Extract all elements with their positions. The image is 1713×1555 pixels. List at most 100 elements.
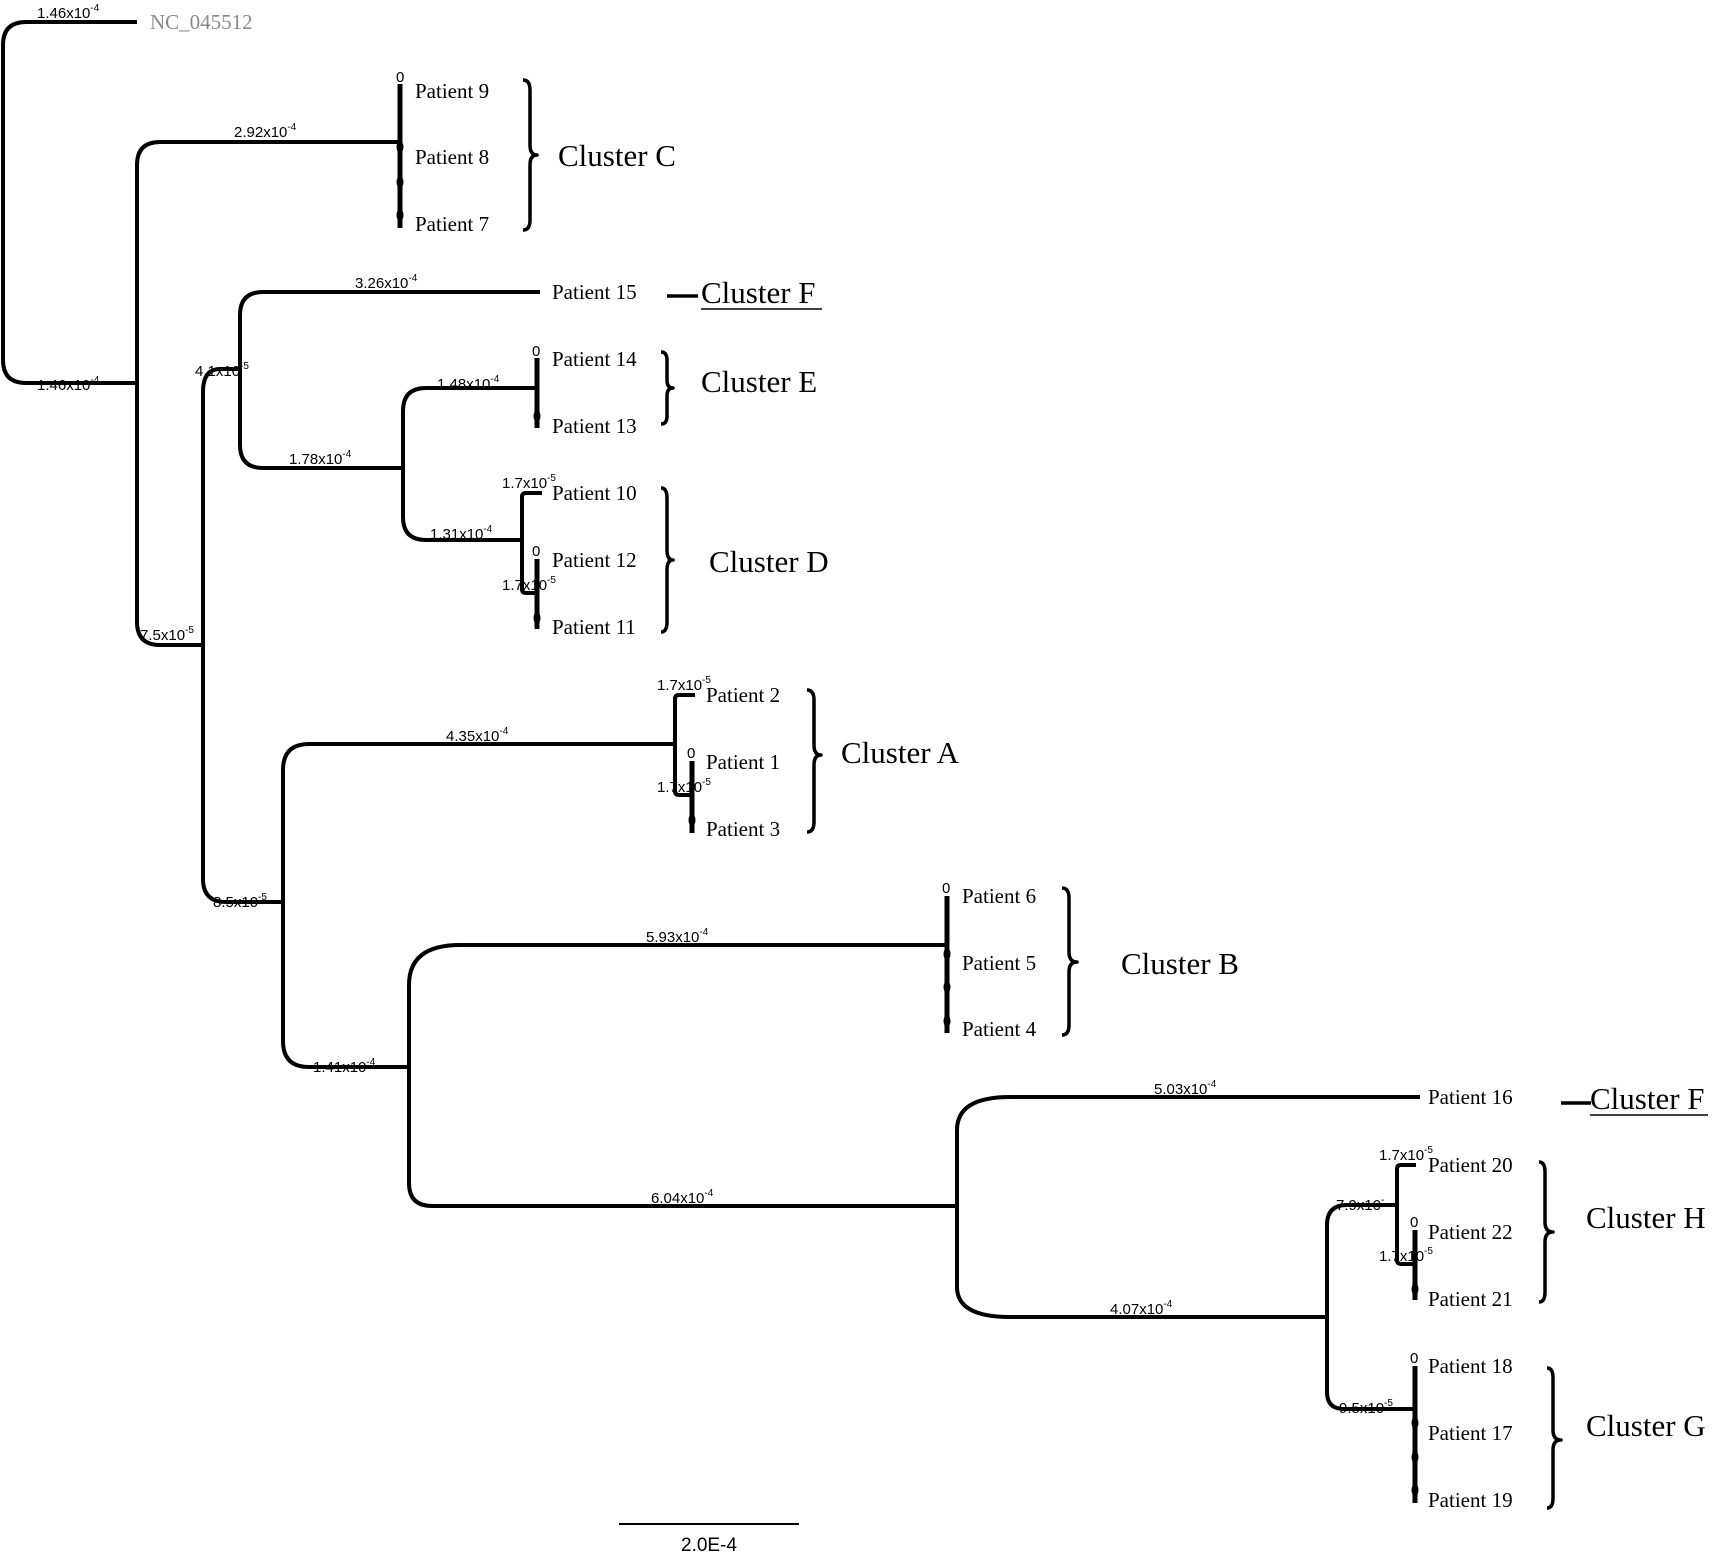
branch-cluster-e xyxy=(401,386,537,468)
branch-label: 6.04x10-4 xyxy=(651,1188,714,1207)
branch-cluster-h xyxy=(1325,1203,1397,1317)
tip-label: Patient 7 xyxy=(415,212,489,236)
tip-label: Patient 21 xyxy=(1428,1287,1513,1311)
cluster-label-f: Cluster F xyxy=(701,275,816,310)
branch-cluster-d xyxy=(401,468,522,542)
tip-label: Patient 19 xyxy=(1428,1488,1513,1512)
brace-cluster-d xyxy=(660,486,675,634)
tip-node xyxy=(943,948,951,960)
branch-4-1 xyxy=(201,367,240,645)
tip-node xyxy=(533,410,541,422)
cluster-label-g: Cluster G xyxy=(1586,1408,1706,1443)
branch-patient-16 xyxy=(955,1095,1420,1206)
brace-cluster-b xyxy=(1061,886,1079,1037)
tip-label: Patient 1 xyxy=(706,750,780,774)
branch-label: 0 xyxy=(1410,1214,1418,1231)
cluster-names: Cluster C Cluster F Cluster E Cluster D … xyxy=(558,138,1708,1443)
branch-outgroup xyxy=(1,20,137,60)
branch-label: 0 xyxy=(1410,1350,1418,1367)
branch-label: 0 xyxy=(687,745,695,762)
branch-cluster-c xyxy=(135,140,400,383)
branch-cluster-a xyxy=(281,742,675,902)
tip-node xyxy=(1411,1417,1419,1429)
brace-cluster-g xyxy=(1546,1366,1563,1510)
tip-label: Patient 5 xyxy=(962,951,1036,975)
branch-label: 0 xyxy=(942,880,950,897)
branch-label: 0 xyxy=(532,543,540,560)
tip-label: Patient 16 xyxy=(1428,1085,1513,1109)
branch-label: 1.7x10-5 xyxy=(657,777,711,796)
branch-root-ingroup xyxy=(1,60,137,385)
branch-1-78 xyxy=(238,369,403,470)
cluster-label-d: Cluster D xyxy=(709,544,829,579)
tip-label: Patient 15 xyxy=(552,280,637,304)
cluster-label-b: Cluster B xyxy=(1121,946,1239,981)
tip-labels: NC_045512 Patient 9 Patient 8 Patient 7 … xyxy=(150,10,1513,1512)
tip-label: Patient 20 xyxy=(1428,1153,1513,1177)
tip-node xyxy=(1411,1484,1419,1496)
tip-label: Patient 11 xyxy=(552,615,636,639)
branch-label: 1.7x10-5 xyxy=(502,575,556,594)
brace-cluster-a xyxy=(806,688,823,834)
scale-bar-label: 2.0E-4 xyxy=(681,1535,737,1555)
tip-node xyxy=(396,176,404,188)
branch-label: 7.5x10-5 xyxy=(140,625,194,644)
branch-label: 4.1x10-5 xyxy=(195,361,249,380)
branch-label: 5.93x10-4 xyxy=(646,927,709,946)
branches xyxy=(1,20,1420,1411)
tip-label: Patient 17 xyxy=(1428,1421,1513,1445)
tip-label: Patient 8 xyxy=(415,145,489,169)
tip-node xyxy=(396,141,404,153)
branch-label: 4.07x10-4 xyxy=(1110,1299,1173,1318)
tip-label: Patient 3 xyxy=(706,817,780,841)
branch-cluster-g xyxy=(1325,1317,1415,1411)
branch-label: 3.26x10-4 xyxy=(355,273,418,292)
branch-4-07 xyxy=(955,1206,1327,1319)
branch-label: 1.46x10-4 xyxy=(37,3,100,22)
scale-bar: 2.0E-4 xyxy=(619,1523,799,1555)
branch-label: 7.9x10- xyxy=(1336,1195,1384,1214)
cluster-braces xyxy=(522,78,1591,1510)
branch-patient-20 xyxy=(1395,1163,1416,1205)
cluster-label-h: Cluster H xyxy=(1586,1200,1706,1235)
tip-label: Patient 10 xyxy=(552,481,637,505)
branch-1-41 xyxy=(281,902,409,1069)
tip-label: Patient 2 xyxy=(706,683,780,707)
tip-node xyxy=(1411,1451,1419,1463)
tip-stacks xyxy=(396,84,1419,1503)
tip-node xyxy=(688,814,696,826)
branch-6-04 xyxy=(407,1067,957,1208)
branch-7-5 xyxy=(135,383,203,647)
branch-cluster-b xyxy=(407,943,947,1067)
tip-label: Patient 13 xyxy=(552,414,637,438)
branch-label: 9.5x10-5 xyxy=(1339,1398,1393,1417)
cluster-label-c: Cluster C xyxy=(558,138,676,173)
branch-label: 1.46x10-4 xyxy=(37,375,100,394)
branch-8-5 xyxy=(201,645,283,904)
branch-patient-2 xyxy=(673,693,695,744)
brace-cluster-e xyxy=(660,350,675,426)
tip-label: Patient 9 xyxy=(415,79,489,103)
tip-node xyxy=(1411,1283,1419,1295)
tip-label-outgroup: NC_045512 xyxy=(150,10,253,34)
branch-label: 1.7x10-5 xyxy=(657,675,711,694)
cluster-label-a: Cluster A xyxy=(841,735,960,770)
brace-cluster-h xyxy=(1538,1160,1555,1304)
branch-cluster-a-inner xyxy=(673,744,692,797)
cluster-label-e: Cluster E xyxy=(701,364,817,399)
tip-label: Patient 12 xyxy=(552,548,637,572)
tip-node xyxy=(943,981,951,993)
branch-label: 4.35x10-4 xyxy=(446,726,509,745)
branch-label: 8.5x10-5 xyxy=(213,892,267,911)
branch-label: 1.7x10-5 xyxy=(502,473,556,492)
tip-label: Patient 14 xyxy=(552,347,637,371)
branch-label: 5.03x10-4 xyxy=(1154,1079,1217,1098)
branch-label: 1.48x10-4 xyxy=(437,374,500,393)
tip-node xyxy=(533,612,541,624)
tip-label: Patient 4 xyxy=(962,1017,1037,1041)
branch-label: 2.92x10-4 xyxy=(234,122,297,141)
cluster-label-f: Cluster F xyxy=(1590,1081,1705,1116)
tip-node xyxy=(943,1015,951,1027)
tip-label: Patient 18 xyxy=(1428,1354,1513,1378)
